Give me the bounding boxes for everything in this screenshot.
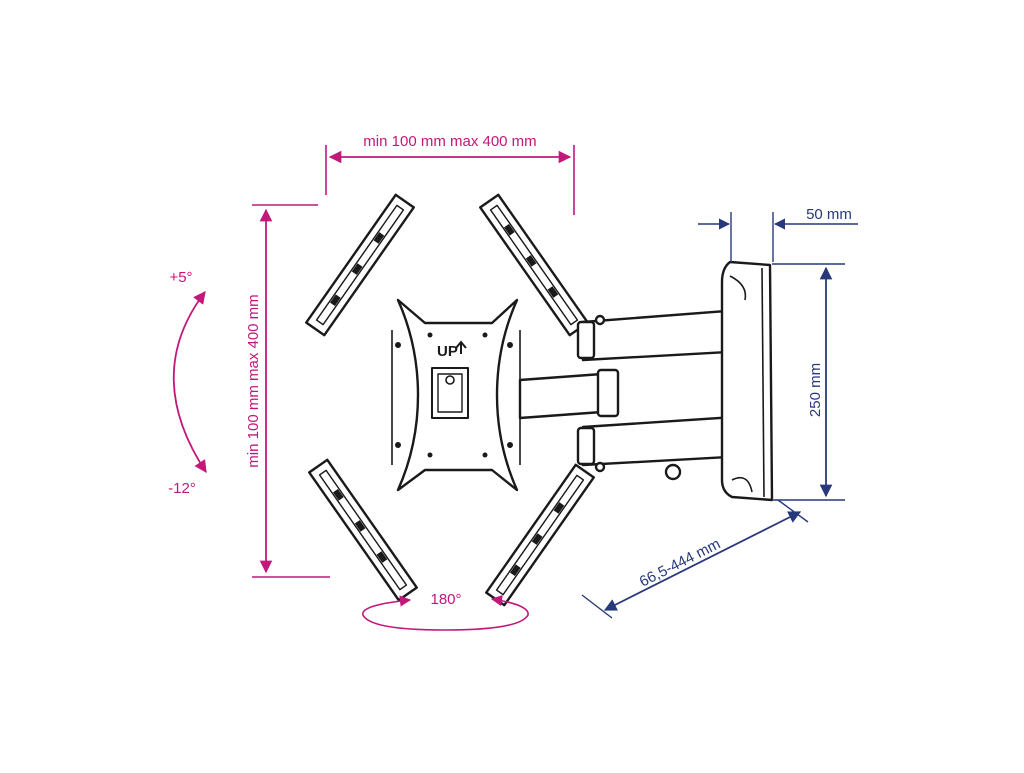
vesa-height-dimension: min 100 mm max 400 mm bbox=[245, 204, 330, 578]
vesa-width-dimension: min 100 mm max 400 mm bbox=[325, 133, 575, 215]
arm-extension-dimension: 66,5-444 mm bbox=[581, 499, 809, 619]
wall-plate-height-label: 250 mm bbox=[807, 363, 824, 417]
vesa-width-label: min 100 mm max 400 mm bbox=[363, 133, 536, 150]
bracket-arm-top-right bbox=[479, 193, 589, 337]
wall-plate bbox=[720, 260, 774, 502]
vesa-height-label: min 100 mm max 400 mm bbox=[245, 294, 262, 467]
bracket-arm-bottom-right bbox=[485, 463, 595, 607]
up-arrow-icon bbox=[455, 340, 467, 354]
wall-plate-depth-label: 50 mm bbox=[806, 206, 852, 223]
tilt-indicator: +5° -12° bbox=[168, 269, 207, 497]
up-marker-label: UP bbox=[437, 343, 458, 360]
arm-extension-label: 66,5-444 mm bbox=[637, 535, 723, 590]
tilt-up-label: +5° bbox=[169, 269, 192, 286]
bracket-arm-top-left bbox=[305, 193, 415, 337]
cable-clip bbox=[664, 463, 682, 481]
swivel-label: 180° bbox=[430, 591, 461, 608]
wall-plate-height-dimension: 250 mm bbox=[772, 263, 845, 501]
elbow-joint bbox=[596, 368, 620, 418]
inner-arm bbox=[518, 372, 604, 420]
wall-plate-depth-dimension: 50 mm bbox=[698, 206, 858, 262]
swivel-indicator: 180° bbox=[362, 591, 529, 631]
vesa-bracket bbox=[305, 193, 595, 607]
tilt-down-label: -12° bbox=[168, 480, 196, 497]
bracket-arm-bottom-left bbox=[308, 458, 418, 602]
